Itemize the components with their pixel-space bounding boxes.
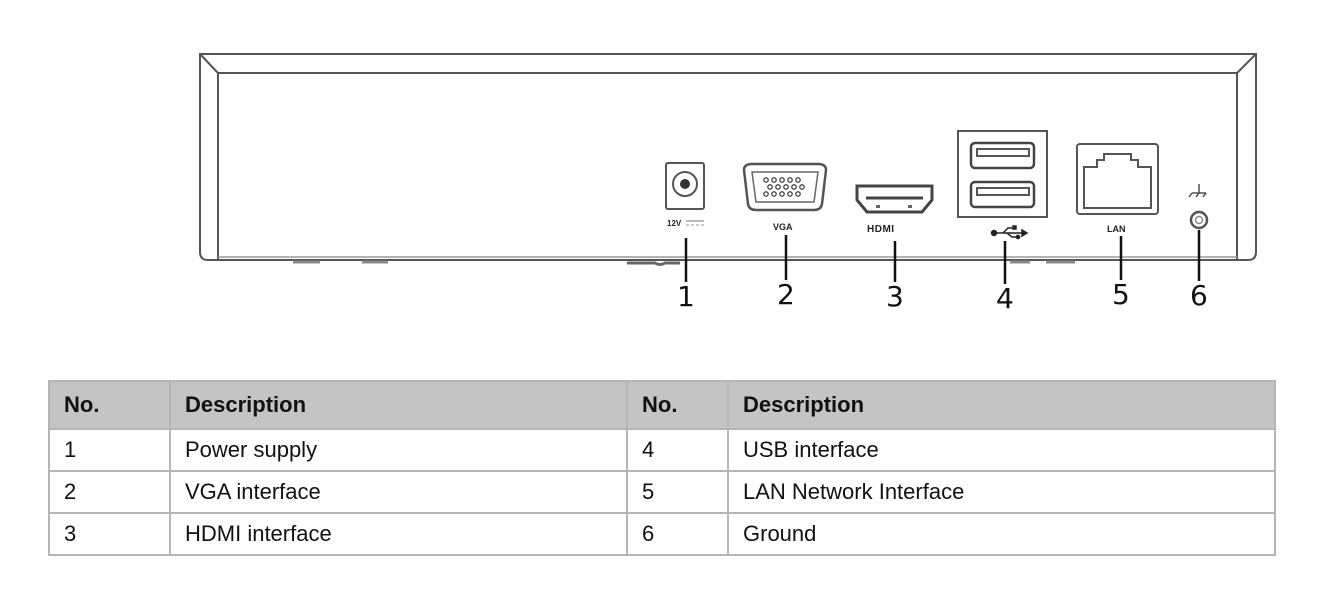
ground-terminal	[1188, 184, 1209, 230]
rear-panel-diagram: 12V VGA HDMI	[199, 53, 1257, 315]
port-description-table: No. Description No. Description 1 Power …	[48, 380, 1276, 556]
table-row: 1 Power supply 4 USB interface	[48, 428, 1276, 472]
hdmi-port: HDMI	[855, 184, 934, 235]
lan-port-label: LAN	[1107, 224, 1126, 234]
hdmi-port-label: HDMI	[867, 224, 895, 235]
callout-number-6: 6	[1190, 279, 1208, 312]
usb-ports	[957, 130, 1048, 240]
ground-icon	[1188, 184, 1207, 198]
header-description-right: Description	[727, 380, 1276, 430]
chassis-right-bevel	[1236, 53, 1257, 259]
vga-port: VGA	[742, 162, 828, 232]
device-chassis	[199, 53, 1257, 266]
cell-no: 2	[48, 470, 171, 514]
cell-description: Ground	[727, 512, 1276, 556]
callout-number-3: 3	[886, 280, 904, 313]
cell-no: 6	[626, 512, 729, 556]
chassis-left-bevel	[199, 53, 219, 259]
cell-description: VGA interface	[169, 470, 628, 514]
callout-number-2: 2	[777, 278, 795, 311]
cell-no: 3	[48, 512, 171, 556]
header-description-left: Description	[169, 380, 628, 430]
table-header-row: No. Description No. Description	[48, 380, 1276, 430]
table-row: 3 HDMI interface 6 Ground	[48, 512, 1276, 556]
cell-description: HDMI interface	[169, 512, 628, 556]
cell-no: 4	[626, 428, 729, 472]
callout-number-1: 1	[677, 280, 695, 313]
callouts	[684, 230, 1201, 284]
cell-description: Power supply	[169, 428, 628, 472]
cell-description: LAN Network Interface	[727, 470, 1276, 514]
header-no-left: No.	[48, 380, 171, 430]
vga-port-label: VGA	[773, 222, 793, 232]
cell-no: 1	[48, 428, 171, 472]
cell-description: USB interface	[727, 428, 1276, 472]
lan-port: LAN	[1076, 143, 1159, 234]
power-port-label: 12V	[667, 219, 682, 228]
power-port: 12V	[665, 162, 705, 228]
usb-icon	[990, 225, 1029, 240]
vga-pins	[763, 177, 805, 197]
header-no-right: No.	[626, 380, 729, 430]
callout-number-5: 5	[1112, 278, 1130, 311]
cable-clip	[627, 261, 680, 266]
table-row: 2 VGA interface 5 LAN Network Interface	[48, 470, 1276, 514]
cell-no: 5	[626, 470, 729, 514]
chassis-outer	[199, 53, 1257, 261]
callout-number-4: 4	[996, 282, 1014, 315]
